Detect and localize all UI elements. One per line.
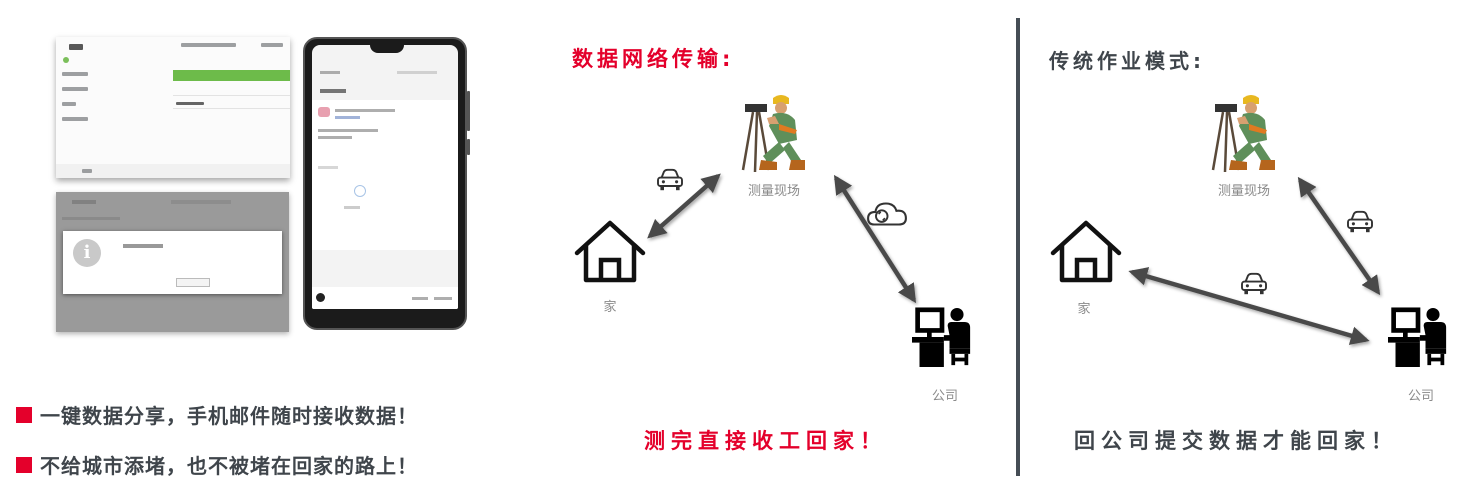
sender-avatar [318, 107, 330, 117]
status-dot-icon [63, 57, 69, 63]
red-square-icon [16, 456, 32, 473]
home-site-arrow [647, 173, 721, 239]
back-label [320, 71, 340, 74]
toolbar-icons [261, 43, 283, 47]
footer-bar [56, 164, 290, 178]
attachment-name [344, 206, 360, 209]
site-label: 测量现场 [1217, 184, 1270, 199]
compose-icon[interactable] [316, 293, 325, 302]
info-icon: i [73, 239, 101, 267]
instrument-settings-screenshot [56, 37, 290, 178]
phone-power-button [467, 139, 470, 155]
setting-label [62, 117, 88, 121]
setting-label [62, 102, 76, 106]
car-icon [1239, 272, 1269, 296]
dialog-confirm-button[interactable] [176, 278, 210, 287]
reply-button[interactable] [412, 297, 428, 300]
email-card [312, 100, 458, 250]
bullet-point: 一键数据分享，手机邮件随时接收数据！ [16, 400, 418, 429]
body-line [318, 129, 378, 132]
header-icons [397, 71, 437, 74]
network-slogan: 测完直接收工回家！ [644, 429, 887, 453]
phone-email-screenshot [303, 37, 470, 330]
status-block [69, 44, 83, 50]
attachment-label [318, 166, 338, 169]
bullet-point: 不给城市添堵，也不被堵在回家的路上！ [16, 450, 418, 479]
setting-label [62, 87, 88, 91]
title-text [72, 200, 96, 204]
body-line [318, 136, 352, 139]
home-label: 家 [1077, 302, 1091, 317]
bullet-text: 一键数据分享，手机邮件随时接收数据！ [40, 404, 418, 428]
panel-divider [1016, 18, 1020, 476]
traditional-panel-title: 传统作业模式: [1049, 49, 1205, 73]
home-label: 家 [603, 300, 617, 315]
selected-field-highlight [173, 70, 290, 81]
setting-label [62, 72, 88, 76]
field-underline [173, 95, 290, 96]
phone-screen [312, 45, 458, 309]
site-office-arrow [833, 174, 917, 304]
red-square-icon [16, 406, 32, 423]
instrument-dialog-screenshot: i [56, 192, 289, 332]
phone-volume-button [467, 91, 470, 131]
home-office-arrow [1128, 267, 1370, 345]
footer-label [82, 169, 92, 173]
subtitle-text [62, 217, 120, 220]
office-label: 公司 [931, 389, 958, 404]
dialog-message [123, 244, 163, 248]
car-icon [1345, 210, 1375, 234]
office-label: 公司 [1407, 389, 1434, 404]
field-underline [173, 108, 290, 109]
toolbar-icons [171, 200, 231, 204]
info-dialog: i [63, 231, 282, 294]
network-panel-title: 数据网络传输: [572, 47, 735, 71]
sender-line [335, 109, 395, 112]
password-mask [176, 102, 204, 105]
forward-button[interactable] [434, 297, 452, 300]
attachment-icon[interactable] [354, 185, 366, 197]
phone-notch [370, 45, 404, 53]
reply-bar [312, 287, 458, 309]
bullet-text: 不给城市添堵，也不被堵在回家的路上！ [40, 454, 418, 478]
toolbar-icons [181, 43, 236, 47]
site-office-arrow [1297, 176, 1381, 296]
recipient-line [335, 116, 360, 119]
site-label: 测量现场 [747, 184, 800, 199]
traditional-slogan: 回公司提交数据才能回家！ [1074, 429, 1398, 453]
email-subject [320, 89, 346, 93]
